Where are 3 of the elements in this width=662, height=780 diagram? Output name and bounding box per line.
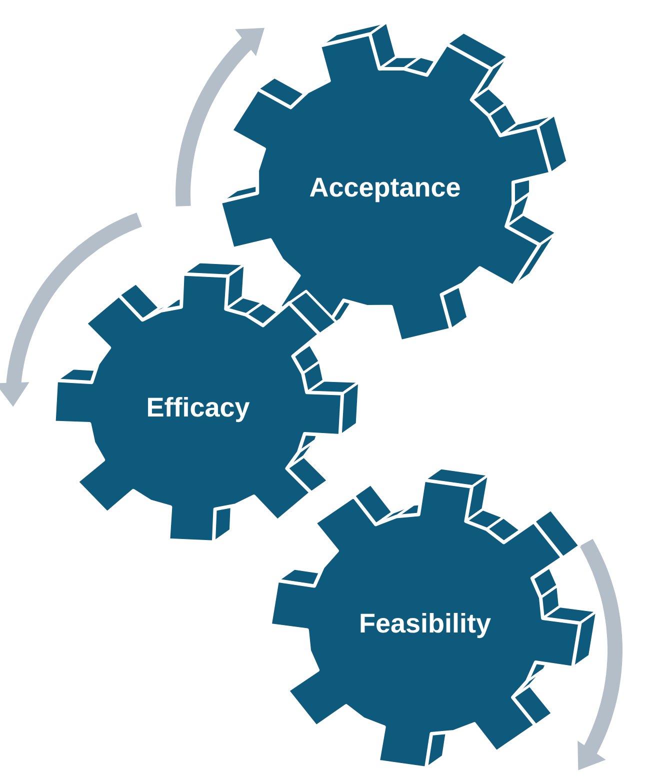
gear-label: Efficacy (146, 392, 250, 424)
gear-label: Acceptance (309, 172, 461, 204)
gear-label: Feasibility (358, 608, 491, 640)
